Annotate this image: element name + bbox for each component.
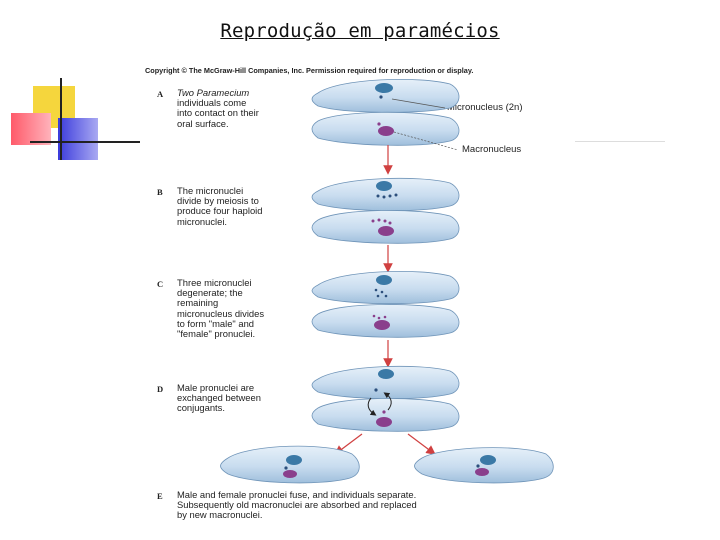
- macronucleus-icon: [378, 226, 394, 236]
- macronucleus-icon: [283, 470, 297, 478]
- micronucleus-label: Micronucleus (2n): [447, 102, 523, 113]
- micronucleus-icon: [371, 219, 375, 223]
- cell-pair-c: [311, 271, 460, 338]
- decor-blue-square: [58, 118, 98, 160]
- step-b-line-2: divide by meiosis to: [177, 195, 259, 207]
- step-a-line-3: into contact on their: [177, 107, 259, 119]
- macronucleus-icon: [480, 455, 496, 465]
- paramecium-cell: [311, 177, 460, 212]
- cell-pair-e: [220, 445, 554, 484]
- decor-red-square: [11, 113, 51, 145]
- micronucleus-icon: [384, 294, 388, 298]
- macronucleus-icon: [376, 275, 392, 285]
- decor-horizontal-line: [30, 141, 140, 143]
- decor-faint-line: [575, 141, 665, 142]
- step-e-line-1: Male and female pronuclei fuse, and indi…: [177, 489, 417, 500]
- step-letter-b: B: [157, 187, 163, 197]
- step-c-line-5: to form "male" and: [177, 317, 255, 329]
- step-e-line-3: by new macronuclei.: [177, 509, 263, 521]
- micronucleus-pointer: [391, 98, 446, 109]
- micronucleus-icon: [377, 122, 381, 126]
- step-c-line-4: micronucleus divides: [177, 307, 265, 319]
- micronucleus-icon: [284, 466, 288, 470]
- micronucleus-icon: [377, 316, 381, 320]
- step-a-line-4: oral surface.: [177, 117, 229, 129]
- paramecium-cell: [311, 398, 460, 432]
- macronucleus-icon: [376, 181, 392, 191]
- slide-title: Reprodução em paramécios: [220, 20, 500, 42]
- paramecium-cell: [220, 445, 360, 484]
- step-c-line-3: remaining: [177, 297, 219, 309]
- micronucleus-icon: [372, 314, 376, 318]
- macronucleus-icon: [286, 455, 302, 465]
- exchange-arrow: [367, 397, 377, 416]
- paramecium-cell: [311, 365, 460, 400]
- micronucleus-icon: [376, 294, 380, 298]
- macronucleus-icon: [378, 369, 394, 379]
- paramecium-cell: [311, 271, 460, 305]
- step-c-line-2: degenerate; the: [177, 287, 243, 299]
- step-b-line-1: The micronuclei: [177, 185, 244, 196]
- step-a-line-1: Two Paramecium: [177, 87, 250, 98]
- paramecium-cell: [414, 447, 554, 484]
- step-text-c: Three micronuclei degenerate; the remain…: [177, 277, 327, 340]
- micronucleus-icon: [380, 290, 384, 294]
- macronucleus-icon: [378, 126, 394, 136]
- micronucleus-icon: [377, 218, 381, 222]
- macronucleus-pointer: [393, 131, 459, 151]
- micronucleus-icon: [383, 315, 387, 319]
- micronucleus-icon: [394, 193, 398, 197]
- exchange-arrow: [383, 392, 392, 411]
- step-letter-d: D: [157, 384, 164, 394]
- cell-pair-d: [311, 365, 460, 432]
- micronucleus-icon: [379, 95, 383, 99]
- copyright-notice: Copyright © The McGraw-Hill Companies, I…: [145, 66, 474, 75]
- macronucleus-label: Macronucleus: [462, 144, 522, 155]
- step-d-line-2: exchanged between: [177, 392, 261, 404]
- macronucleus-icon: [375, 83, 393, 93]
- step-d-line-3: conjugants.: [177, 402, 225, 414]
- micronucleus-icon: [382, 410, 386, 414]
- step-d-line-1: Male pronuclei are: [177, 382, 255, 393]
- step-letter-e: E: [157, 491, 163, 501]
- micronucleus-icon: [382, 195, 386, 199]
- micronucleus-icon: [476, 464, 480, 468]
- step-letter-a: A: [157, 89, 164, 99]
- step-c-line-1: Three micronuclei: [177, 277, 252, 288]
- macronucleus-icon: [376, 417, 392, 427]
- micronucleus-icon: [376, 194, 380, 198]
- decor-vertical-line: [60, 78, 62, 160]
- micronucleus-icon: [374, 388, 378, 392]
- micronucleus-icon: [383, 219, 387, 223]
- step-c-line-6: "female" pronuclei.: [177, 328, 256, 340]
- micronucleus-icon: [388, 221, 392, 225]
- micronucleus-icon: [374, 288, 378, 292]
- step-a-line-2: individuals come: [177, 97, 247, 109]
- step-e-line-2: Subsequently old macronuclei are absorbe…: [177, 499, 417, 511]
- step-text-e: Male and female pronuclei fuse, and indi…: [177, 489, 537, 521]
- step-letter-c: C: [157, 279, 164, 289]
- cell-pair-a: [311, 79, 460, 151]
- step-text-d: Male pronuclei are exchanged between con…: [177, 382, 327, 414]
- arrow-d-to-e-left: [334, 433, 363, 455]
- step-b-line-3: produce four haploid: [177, 205, 263, 217]
- macronucleus-icon: [374, 320, 390, 330]
- step-b-line-4: micronuclei.: [177, 215, 228, 227]
- macronucleus-icon: [475, 468, 489, 476]
- micronucleus-icon: [388, 194, 392, 198]
- cell-pair-b: [311, 177, 460, 244]
- arrow-d-to-e-right: [407, 433, 436, 455]
- step-text-b: The micronuclei divide by meiosis to pro…: [177, 185, 327, 227]
- step-text-a: Two Paramecium individuals come into con…: [177, 87, 327, 129]
